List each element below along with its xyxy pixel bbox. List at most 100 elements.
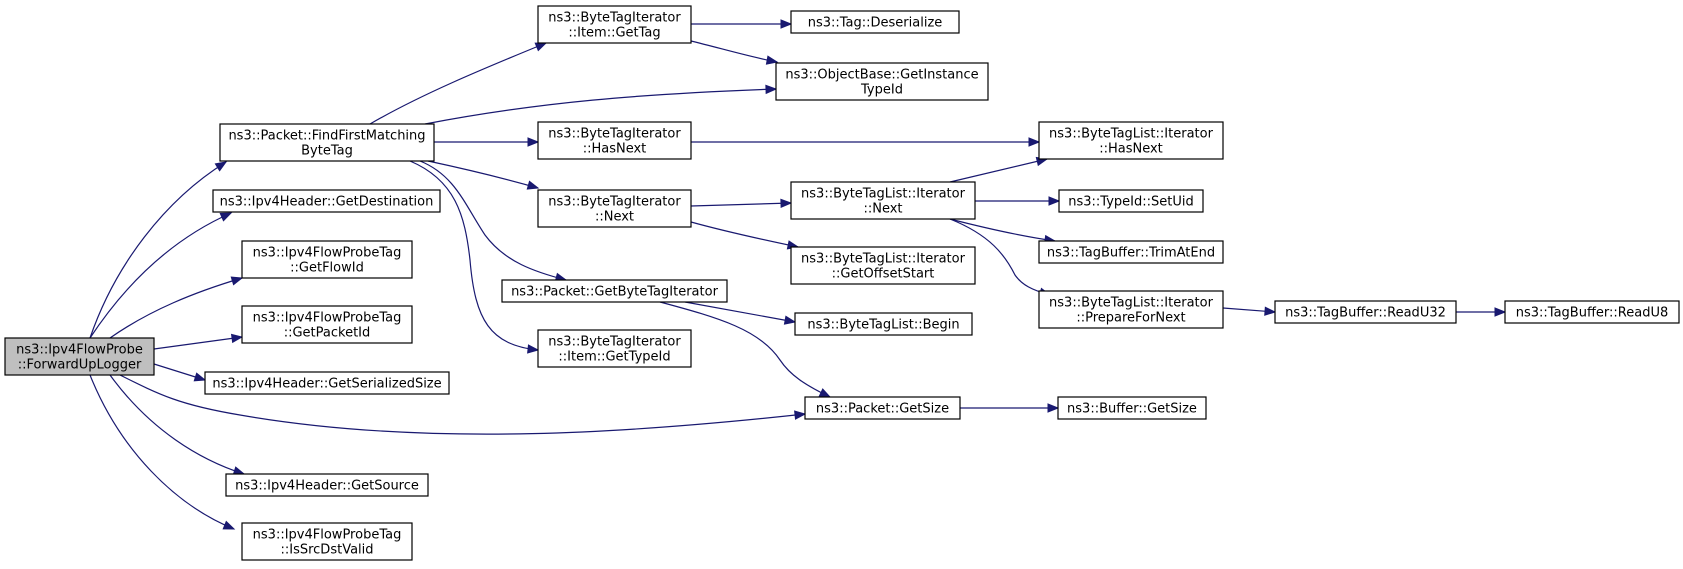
- edge-find-to-objbase: [424, 84, 778, 125]
- node-box: [790, 10, 960, 34]
- node-bti_next[interactable]: ns3::ByteTagIterator::Next: [537, 189, 692, 228]
- node-btl_hasnext[interactable]: ns3::ByteTagList::Iterator::HasNext: [1038, 121, 1224, 160]
- node-label: ns3::ByteTagIterator: [548, 11, 681, 26]
- node-trimatend[interactable]: ns3::TagBuffer::TrimAtEnd: [1038, 240, 1224, 264]
- arrowhead-icon: [765, 84, 778, 95]
- node-box: [241, 240, 413, 279]
- edge-line: [89, 212, 232, 339]
- node-root[interactable]: ns3::Ipv4FlowProbe::ForwardUpLogger: [4, 337, 155, 376]
- node-label: ns3::ByteTagIterator: [548, 195, 681, 210]
- node-btl_begin[interactable]: ns3::ByteTagList::Begin: [794, 312, 973, 336]
- node-label: ::GetFlowId: [290, 261, 364, 276]
- node-getdest[interactable]: ns3::Ipv4Header::GetDestination: [212, 189, 441, 213]
- node-getsersize[interactable]: ns3::Ipv4Header::GetSerializedSize: [204, 371, 450, 395]
- node-btl_offset[interactable]: ns3::ByteTagList::Iterator::GetOffsetSta…: [790, 246, 976, 285]
- arrowhead-icon: [219, 212, 233, 222]
- arrowhead-icon: [230, 276, 244, 286]
- edge-btl_next-to-setuid: [975, 196, 1061, 206]
- node-label: ::HasNext: [583, 142, 647, 157]
- edge-find-to-itemgettag: [369, 42, 548, 125]
- edge-line: [949, 218, 1056, 242]
- node-label: ns3::ByteTagIterator: [548, 335, 681, 350]
- node-btl_next[interactable]: ns3::ByteTagList::Iterator::Next: [790, 181, 976, 220]
- node-label: ::IsSrcDstValid: [280, 543, 373, 558]
- node-label: ns3::Ipv4Header::GetSource: [235, 479, 419, 494]
- node-box: [1274, 300, 1457, 324]
- arrowhead-icon: [526, 180, 540, 190]
- arrowhead-icon: [1494, 307, 1507, 317]
- node-label: ns3::Buffer::GetSize: [1067, 402, 1197, 417]
- node-readu8[interactable]: ns3::TagBuffer::ReadU8: [1504, 300, 1680, 324]
- node-box: [804, 396, 961, 420]
- node-box: [4, 337, 155, 376]
- node-getflowid[interactable]: ns3::Ipv4FlowProbeTag::GetFlowId: [241, 240, 413, 279]
- edge-line: [89, 374, 235, 530]
- edge-line: [949, 218, 1051, 296]
- edge-bti_next-to-btl_next: [690, 198, 793, 209]
- node-bti_hasnext[interactable]: ns3::ByteTagIterator::HasNext: [537, 121, 692, 160]
- node-box: [537, 121, 692, 160]
- edge-itemgettag-to-tagdeser: [691, 19, 793, 29]
- node-issrcdst[interactable]: ns3::Ipv4FlowProbeTag::IsSrcDstValid: [241, 522, 413, 561]
- node-box: [794, 312, 973, 336]
- node-label: ns3::Ipv4FlowProbe: [16, 343, 143, 358]
- node-box: [775, 62, 989, 101]
- node-preparenext[interactable]: ns3::ByteTagList::Iterator::PrepareForNe…: [1038, 290, 1224, 329]
- node-box: [1038, 290, 1224, 329]
- arrowhead-icon: [527, 344, 540, 354]
- arrowhead-icon: [780, 198, 793, 209]
- arrowhead-icon: [783, 315, 797, 325]
- arrowhead-icon: [222, 520, 236, 530]
- node-itemgettag[interactable]: ns3::ByteTagIterator::Item::GetTag: [537, 5, 692, 44]
- node-box: [1058, 189, 1204, 213]
- edge-line: [419, 160, 567, 281]
- node-box: [241, 522, 413, 561]
- edge-root-to-find: [89, 161, 228, 339]
- edge-line: [659, 301, 831, 398]
- node-getbtiter[interactable]: ns3::Packet::GetByteTagIterator: [501, 279, 728, 303]
- node-label: ns3::TagBuffer::ReadU32: [1285, 306, 1446, 321]
- node-setuid[interactable]: ns3::TypeId::SetUid: [1058, 189, 1204, 213]
- node-label: ns3::ByteTagList::Iterator: [1049, 127, 1214, 142]
- node-label: ns3::Packet::FindFirstMatching: [228, 129, 425, 144]
- arrowhead-icon: [818, 388, 832, 398]
- node-label: ns3::TagBuffer::ReadU8: [1516, 306, 1669, 321]
- node-label: ::Item::GetTypeId: [558, 350, 670, 365]
- call-nodes: ns3::Ipv4FlowProbe::ForwardUpLoggerns3::…: [4, 5, 1680, 561]
- node-tagdeser[interactable]: ns3::Tag::Deserialize: [790, 10, 960, 34]
- edge-root-to-pkt_getsize: [119, 374, 807, 435]
- node-label: ns3::Ipv4FlowProbeTag: [253, 528, 402, 543]
- node-box: [790, 181, 976, 220]
- node-itemgettypeid[interactable]: ns3::ByteTagIterator::Item::GetTypeId: [537, 329, 692, 368]
- arrowhead-icon: [1264, 306, 1277, 316]
- edge-line: [684, 301, 796, 323]
- node-label: ::Next: [863, 202, 902, 217]
- edge-itemgettag-to-objbase: [690, 40, 779, 65]
- edge-line: [109, 277, 243, 339]
- edge-root-to-getsersize: [153, 363, 207, 382]
- node-label: ns3::Ipv4FlowProbeTag: [253, 246, 402, 261]
- node-box: [204, 371, 450, 395]
- node-buf_getsize[interactable]: ns3::Buffer::GetSize: [1057, 396, 1207, 420]
- node-label: ByteTag: [301, 144, 353, 159]
- node-getpacketid[interactable]: ns3::Ipv4FlowProbeTag::GetPacketId: [241, 305, 413, 344]
- edge-find-to-itemgettypeid: [409, 160, 540, 354]
- node-label: ::Next: [595, 210, 634, 225]
- node-getsource[interactable]: ns3::Ipv4Header::GetSource: [225, 473, 429, 497]
- node-label: ns3::TypeId::SetUid: [1068, 195, 1193, 210]
- node-label: ns3::ByteTagList::Iterator: [801, 187, 966, 202]
- arrowhead-icon: [1047, 403, 1060, 413]
- edge-line: [119, 374, 806, 435]
- edge-btl_next-to-trimatend: [949, 218, 1057, 245]
- arrowhead-icon: [193, 372, 207, 382]
- node-pkt_getsize[interactable]: ns3::Packet::GetSize: [804, 396, 961, 420]
- edge-btl_next-to-btl_hasnext: [949, 156, 1049, 183]
- edge-root-to-getpacketid: [153, 333, 244, 350]
- node-box: [225, 473, 429, 497]
- node-readu32[interactable]: ns3::TagBuffer::ReadU32: [1274, 300, 1457, 324]
- node-box: [790, 246, 976, 285]
- node-label: ns3::Ipv4FlowProbeTag: [253, 311, 402, 326]
